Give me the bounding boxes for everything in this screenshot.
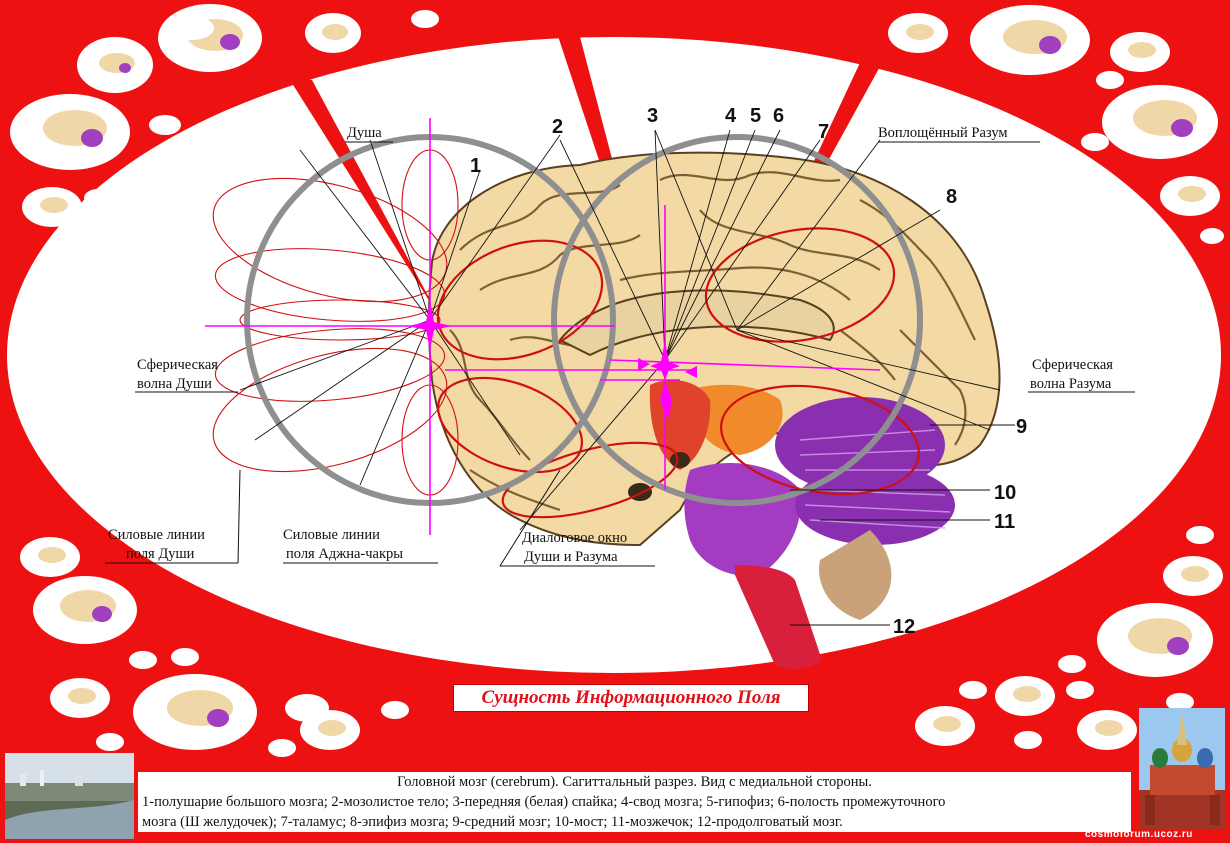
number-label: 2 bbox=[552, 116, 563, 138]
label-silovye-dushi-1: Силовые линии bbox=[108, 527, 205, 543]
number-label: 10 bbox=[994, 482, 1016, 504]
number-label: 4 bbox=[725, 105, 737, 127]
pons bbox=[684, 462, 801, 576]
label-silovye-adzhna-1: Силовые линии bbox=[283, 527, 380, 543]
label-sfer-razuma-1: Сферическая bbox=[1032, 357, 1113, 373]
bubble-thumbnail bbox=[158, 4, 262, 72]
number-label: 3 bbox=[647, 105, 658, 127]
number-label: 8 bbox=[946, 186, 957, 208]
soul-star bbox=[408, 300, 680, 420]
cathedral-photo bbox=[1139, 708, 1225, 830]
radial-lines bbox=[239, 129, 1015, 626]
caption-line-1: Головной мозг (cerebrum). Сагиттальный р… bbox=[397, 774, 872, 790]
number-label: 7 bbox=[818, 121, 829, 143]
decorative-bubbles bbox=[10, 4, 1224, 757]
magenta-arrows bbox=[638, 358, 697, 378]
number-labels: 1 2 3 4 5 6 7 8 9 10 11 12 bbox=[470, 105, 1027, 638]
label-dusha: Душа bbox=[347, 125, 382, 141]
mind-sphere bbox=[551, 134, 923, 506]
label-silovye-dushi-2: поля Души bbox=[126, 546, 195, 562]
site-watermark: cosmoforum.ucoz.ru bbox=[1085, 829, 1193, 840]
gyri-lines bbox=[449, 171, 976, 512]
caption-line-2: 1-полушарие большого мозга; 2-мозолистое… bbox=[142, 794, 946, 810]
number-label: 5 bbox=[750, 105, 761, 127]
number-label: 11 bbox=[994, 511, 1015, 533]
label-sfer-dushi-2: волна Души bbox=[137, 376, 212, 392]
label-dialog-1: Диалоговое окно bbox=[522, 530, 627, 546]
label-leaders bbox=[105, 141, 1135, 567]
label-sfer-dushi-1: Сферическая bbox=[137, 357, 218, 373]
number-label: 9 bbox=[1016, 416, 1027, 438]
label-dialog-2: Души и Разума bbox=[524, 549, 618, 565]
caption-line-3: мозга (Ш желудочек); 7-таламус; 8-эпифиз… bbox=[142, 814, 843, 830]
number-label: 12 bbox=[893, 616, 915, 638]
city-photo bbox=[5, 753, 134, 839]
ajna-field-lines bbox=[436, 227, 920, 519]
thalamus bbox=[690, 384, 783, 455]
medulla bbox=[735, 565, 822, 670]
text-labels: Душа Воплощённый Разум Сферическая волна… bbox=[108, 125, 1113, 565]
label-voploshenny: Воплощённый Разум bbox=[878, 125, 1008, 141]
diagram-title: Сущность Информационного Поля bbox=[453, 684, 809, 712]
corpus-callosum bbox=[558, 289, 835, 357]
caption-box: Головной мозг (cerebrum). Сагиттальный р… bbox=[138, 772, 1131, 832]
label-silovye-adzhna-2: поля Аджна-чакры bbox=[286, 546, 403, 562]
number-label: 6 bbox=[773, 105, 784, 127]
label-sfer-razuma-2: волна Разума bbox=[1030, 376, 1112, 392]
number-label: 1 bbox=[470, 155, 481, 177]
